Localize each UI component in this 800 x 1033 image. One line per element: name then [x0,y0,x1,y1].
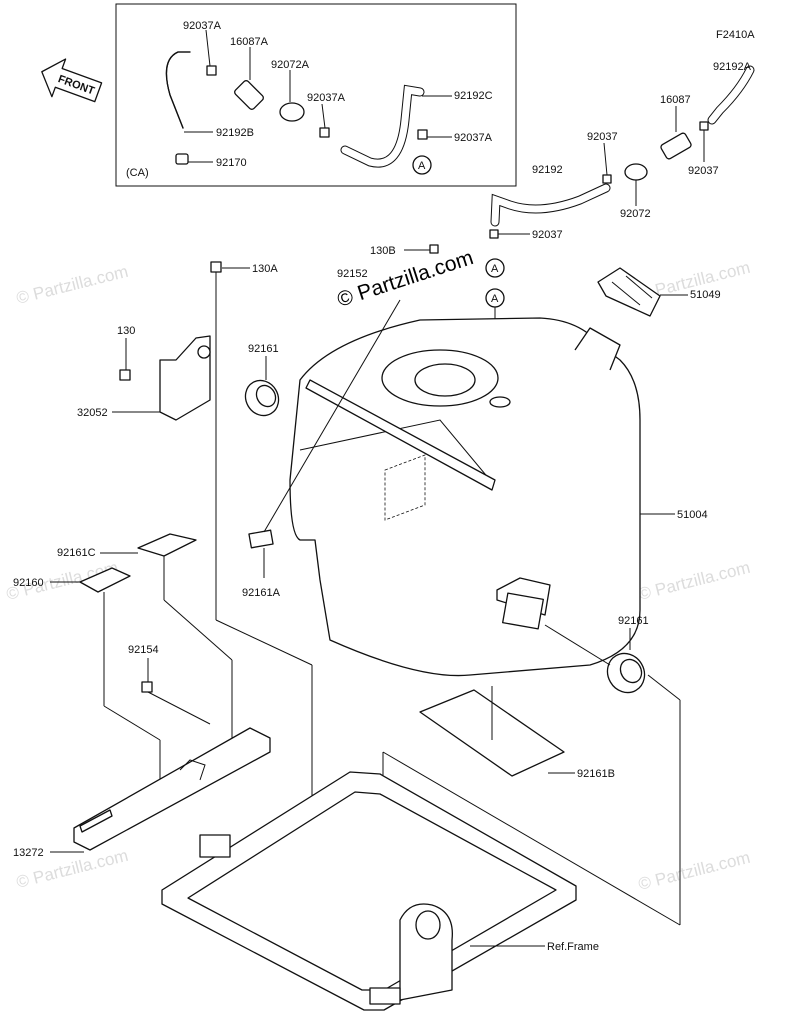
watermark: © Partzilla.com [636,558,752,604]
label-32052: 32052 [77,407,108,419]
label-92161: 92161 [618,615,649,627]
label-92037: 92037 [532,229,563,241]
label-92160: 92160 [13,577,44,589]
label-92037A: 92037A [183,20,222,32]
ca-inset-box: (CA) A [115,3,517,187]
label-92161B: 92161B [577,768,615,780]
label-51004: 51004 [677,509,708,521]
figure-code: F2410A [716,29,755,41]
front-arrow: FRONT [41,58,103,103]
label-92170: 92170 [216,157,247,169]
label-92192B: 92192B [216,127,254,139]
label-92037A: 92037A [454,132,493,144]
watermark: © Partzilla.com [636,848,752,894]
label-92072A: 92072A [271,59,310,71]
bracket-32052 [119,335,211,421]
label-92192A: 92192A [713,61,752,73]
label-92192C: 92192C [454,90,493,102]
label-130A: 130A [252,263,278,275]
label-130: 130 [117,325,135,337]
callout-a: A [491,293,499,305]
grommet-92161 [244,379,280,417]
callout-a: A [491,263,499,275]
label-ref-frame: Ref.Frame [547,941,599,953]
label-51049: 51049 [690,289,721,301]
label-130B: 130B [370,245,396,257]
label-16087: 16087 [660,94,691,106]
label-92152: 92152 [337,268,368,280]
reference-frame [161,771,577,1011]
label-92037: 92037 [587,131,618,143]
label-92161C: 92161C [57,547,96,559]
ca-label: (CA) [126,167,149,179]
label-92161A: 92161A [242,587,281,599]
fuel-cap [597,267,661,317]
skid-plate [73,727,271,851]
label-92192: 92192 [532,164,563,176]
label-92037: 92037 [688,165,719,177]
label-13272: 13272 [13,847,44,859]
vent-hose-assembly: A A [485,65,755,395]
fuel-tank [289,317,641,677]
label-16087A: 16087A [230,36,269,48]
grommet-92161-right [606,652,646,694]
leader-lines [184,29,452,163]
label-92037A: 92037A [307,92,346,104]
label-92154: 92154 [128,644,159,656]
label-92161: 92161 [248,343,279,355]
label-92072: 92072 [620,208,651,220]
watermark: © Partzilla.com [14,262,130,308]
callout-a: A [418,160,426,172]
